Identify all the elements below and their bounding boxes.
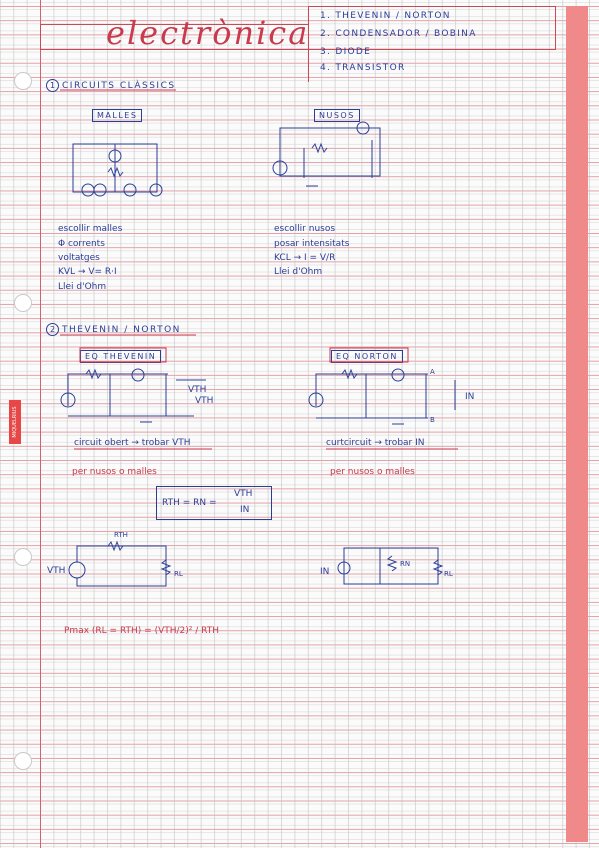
malles-circuit-diagram (72, 143, 163, 197)
section-title: THEVENIN / NORTON (62, 325, 181, 335)
resistor-icon (107, 540, 124, 552)
vth-source-label: VTH (47, 566, 66, 576)
in-source-label: IN (320, 567, 330, 577)
norton-method: per nusos o malles (330, 467, 415, 477)
in-label: IN (465, 392, 475, 402)
circuit-wire (343, 547, 439, 585)
current-source-icon (356, 121, 370, 135)
circuit-wire (67, 373, 168, 406)
toc-item: 3. DIODE (320, 47, 372, 57)
nusos-circuit-diagram (272, 121, 381, 187)
voltage-source-icon (149, 183, 163, 197)
current-source-icon (131, 368, 145, 382)
red-edge-strip (566, 6, 588, 842)
current-source-icon (391, 368, 405, 382)
resistor-icon (341, 368, 358, 380)
resistor-icon (432, 559, 444, 576)
terminal-a: A (430, 368, 435, 376)
binder-hole (14, 548, 32, 566)
malles-note: escollir malles (58, 224, 123, 234)
formula-left: RTH = RN = (162, 498, 217, 508)
nusos-note: escollir nusos (274, 224, 336, 234)
voltage-source-icon (308, 392, 324, 408)
malles-note: Φ corrents (58, 239, 105, 249)
norton-circuit-diagram (308, 368, 456, 425)
rl-label: RL (444, 570, 453, 578)
voltage-source-icon (68, 561, 86, 579)
rn-label: RN (400, 560, 411, 568)
voltage-source-icon (60, 392, 76, 408)
rth-label: RTH (114, 531, 128, 539)
circuit-wire (76, 545, 167, 587)
resistor-icon (107, 166, 124, 178)
toc-item: 2. CONDENSADOR / BOBINA (320, 29, 477, 39)
formula-denominator: IN (240, 505, 250, 515)
toc-item: 4. TRANSISTOR (320, 63, 406, 73)
thevenin-equivalent-diagram (68, 540, 172, 587)
norton-note: curtcircuit → trobar IN (326, 438, 425, 448)
section-title: CIRCUITS CLÀSSICS (62, 81, 176, 91)
toc-item: 1. THEVENIN / NORTON (320, 11, 451, 21)
thevenin-note: circuit obert → trobar VTH (74, 438, 191, 448)
rl-label: RL (174, 570, 183, 578)
nusos-label: NUSOS (314, 109, 360, 122)
max-power-formula: Pmax (RL = RTH) = (VTH/2)² / RTH (64, 626, 220, 636)
page-title: electrònica (106, 14, 310, 52)
voltage-source-icon (108, 149, 122, 163)
voltage-source-icon (272, 160, 288, 176)
current-source-icon (81, 183, 95, 197)
resistor-icon (386, 555, 398, 572)
malles-label: MALLES (92, 109, 143, 122)
resistor-icon (85, 368, 102, 380)
current-source-icon (337, 561, 351, 575)
section-number: 2 (46, 323, 59, 336)
circuit-wire (315, 373, 428, 406)
malles-note: Llei d'Ohm (58, 282, 107, 292)
nusos-note: KCL → I = V/R (274, 253, 336, 263)
nusos-note: Llei d'Ohm (274, 267, 323, 277)
formula-numerator: VTH (234, 489, 253, 499)
thevenin-circuit-diagram (60, 368, 206, 423)
resistance-formula-box (156, 486, 272, 520)
binder-hole (14, 294, 32, 312)
resistor-icon (160, 559, 172, 576)
brand-logo: MIQUELRIUS (9, 400, 21, 444)
binder-hole (14, 72, 32, 90)
thevenin-method: per nusos o malles (72, 467, 157, 477)
nusos-note: posar intensitats (274, 239, 350, 249)
margin-line (40, 0, 41, 848)
norton-equivalent-diagram (337, 547, 444, 585)
malles-note: KVL → V= R·I (58, 267, 117, 277)
label-frame (329, 347, 409, 363)
label-frame (79, 347, 167, 363)
binder-hole (14, 752, 32, 770)
title-box (40, 24, 309, 50)
resistor-icon (311, 142, 328, 154)
current-source-icon (93, 183, 107, 197)
current-source-icon (123, 183, 137, 197)
section-number: 1 (46, 79, 59, 92)
vth-label: VTH (188, 385, 207, 395)
toc-divider (308, 6, 310, 82)
terminal-b: B (430, 416, 435, 424)
malles-note: voltatges (58, 253, 100, 263)
vth-label: VTH (195, 396, 214, 406)
circuit-wire (279, 127, 381, 177)
